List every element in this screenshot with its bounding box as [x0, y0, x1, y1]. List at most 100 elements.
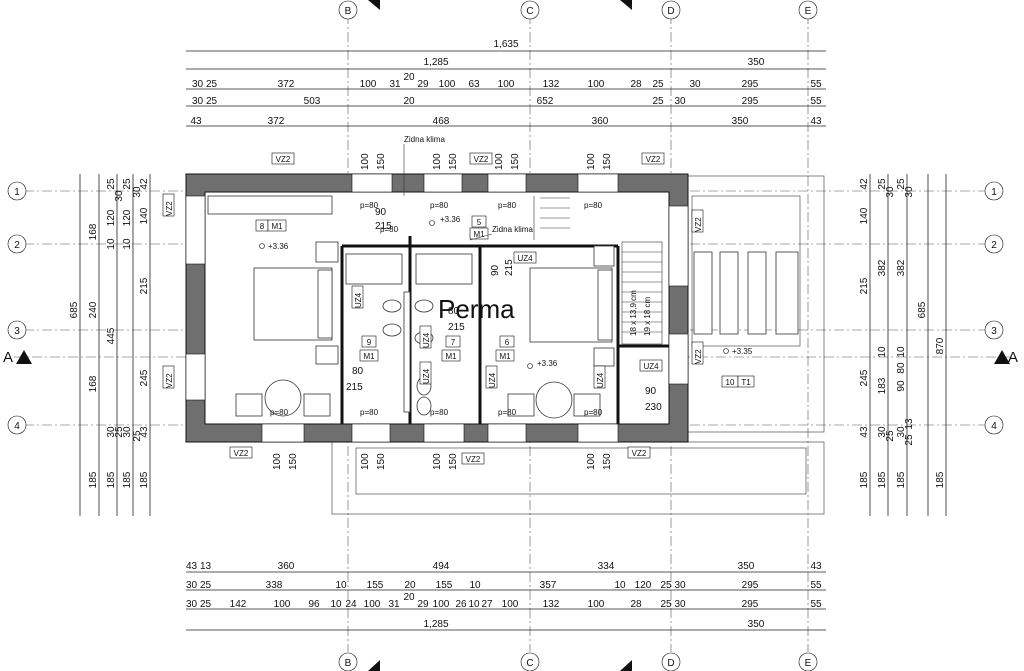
dim-top-r4-4: 652: [537, 96, 554, 107]
dim-left-c3-0: 25: [106, 178, 117, 190]
uz4-tag-2: UZ4: [488, 372, 497, 388]
dim-bot-r3-14: 27: [481, 599, 493, 610]
dim-bot-r2-12: 30: [674, 580, 686, 591]
dim-top-r4-2: 503: [304, 96, 321, 107]
open-top-1: 150: [376, 153, 387, 170]
door-dim-5: 215: [346, 382, 363, 393]
dim-left-c3-4: 445: [106, 327, 117, 344]
dim-right-c1-4: 43: [859, 426, 870, 438]
vz2-tag-4: VZ2: [466, 455, 481, 464]
dim-top-r3-11: 100: [588, 79, 605, 90]
ac-labels: Zidna klima Zidna klima: [403, 135, 533, 241]
grid-row-3-left: 3: [14, 326, 20, 337]
door-size-1: p=80: [430, 201, 449, 210]
grid-col-e-top: E: [805, 6, 812, 17]
grid-col-d-top: D: [667, 6, 674, 17]
dim-left-c4-6: 185: [122, 471, 133, 488]
dim-bot-r2-4: 155: [367, 580, 384, 591]
uz4-tag-0: UZ4: [354, 292, 363, 308]
dim-left-c4-5: 25: [132, 430, 143, 442]
grid-row-4-right: 4: [991, 421, 997, 432]
dim-top-r5-0: 43: [190, 116, 202, 127]
dim-bot-r3-1: 25: [200, 599, 212, 610]
dim-right-c2-5: 30: [877, 426, 888, 438]
room-10-level: +3.35: [732, 347, 753, 356]
uz4-tag-6: UZ4: [422, 332, 431, 348]
grid-col-c-bottom: C: [526, 658, 533, 669]
dim-left-c1-0: 685: [69, 301, 80, 318]
dim-right-c2-2: 382: [877, 259, 888, 276]
dim-left-c4-4: 30: [122, 426, 133, 438]
watermark: Perma: [438, 294, 515, 324]
dim-left-c3-6: 25: [114, 426, 125, 438]
dim-bot-r3-15: 100: [502, 599, 519, 610]
open-top-4: 100: [494, 153, 505, 170]
door-size-5: p=80: [360, 408, 379, 417]
dim-bot-r2-1: 25: [200, 580, 212, 591]
dim-bot-r3-10: 29: [417, 599, 429, 610]
open-bot-4: 100: [432, 453, 443, 470]
dim-right-c1-0: 42: [859, 178, 870, 190]
room-10-m: T1: [741, 378, 751, 387]
grid-row-2-left: 2: [14, 240, 20, 251]
dim-top-r3-14: 30: [689, 79, 701, 90]
room-6-no: 6: [505, 338, 510, 347]
dim-bot-r2-10: 120: [635, 580, 652, 591]
vz2-tag-9: VZ2: [694, 349, 703, 364]
staircase: 18 x 13,9 cm 19 x 18 cm: [540, 197, 663, 345]
dim-bot-r2-5: 20: [404, 580, 416, 591]
uz4-tag-4: UZ4: [596, 372, 605, 388]
vz2-tag-0: VZ2: [276, 155, 291, 164]
dim-right-c2-6: 25: [885, 430, 896, 442]
dim-top-r3-4: 31: [389, 79, 401, 90]
room-9-m: M1: [363, 352, 375, 361]
dim-top-r4-1: 25: [206, 96, 218, 107]
dim-bot-r3-0: 30: [186, 599, 198, 610]
dim-right-c5-1: 185: [935, 471, 946, 488]
dim-left-c5-4: 43: [139, 426, 150, 438]
dim-right-c2-1: 30: [885, 186, 896, 198]
dim-bot-r3-16: 132: [543, 599, 560, 610]
open-bot-3: 150: [376, 453, 387, 470]
open-bot-2: 100: [360, 453, 371, 470]
dim-left-c4-0: 25: [122, 178, 133, 190]
dim-top-r5-3: 360: [592, 116, 609, 127]
door-size-3: p=80: [584, 201, 603, 210]
dim-top-r4-5: 25: [652, 96, 664, 107]
dim-bot-r3-2: 142: [230, 599, 247, 610]
door-dim-8: 90: [645, 386, 657, 397]
dim-bot-r2-7: 10: [469, 580, 481, 591]
room-8-no: 8: [260, 222, 265, 231]
door-dim-9: 230: [645, 402, 662, 413]
opening-dims-bottom: 100 150 100 150 100 150 100 150: [272, 453, 613, 470]
dim-bot-r3-11: 100: [433, 599, 450, 610]
dim-right-c3-3: 90: [896, 380, 907, 392]
dims-right: 42 140 215 245 43 185 25 30 382 10 183 3…: [859, 174, 947, 516]
grid-col-d-bottom: D: [667, 658, 674, 669]
dim-top-r3-3: 100: [360, 79, 377, 90]
dim-bot-r3-8: 31: [388, 599, 400, 610]
dim-top-r5-2: 468: [433, 116, 450, 127]
door-size-8: p=80: [584, 408, 603, 417]
door-size-6: p=80: [430, 408, 449, 417]
section-markers: A A: [3, 349, 1018, 366]
room-5-level: +3.36: [440, 215, 461, 224]
dim-top-r3-13: 25: [652, 79, 664, 90]
dim-bot-r1-2: 360: [278, 561, 295, 572]
grid-col-e-bottom: E: [805, 658, 812, 669]
dim-right-c1-2: 215: [859, 277, 870, 294]
dim-bot-r1-3: 494: [433, 561, 450, 572]
dims-bottom: 43 13 360 494 334 350 43 30 25 338 10 15…: [186, 561, 826, 631]
dim-top-r4-7: 295: [742, 96, 759, 107]
dim-top-r4-3: 20: [403, 96, 415, 107]
dim-left-c5-1: 140: [139, 207, 150, 224]
dim-bot-r4-0: 1,285: [423, 619, 448, 630]
open-top-2: 100: [432, 153, 443, 170]
section-a-right: A: [1008, 349, 1018, 366]
vz2-tag-2: VZ2: [646, 155, 661, 164]
dim-left-c5-2: 215: [139, 277, 150, 294]
dim-top-r5-4: 350: [732, 116, 749, 127]
ac-label-2: Zidna klima: [492, 225, 533, 234]
dim-top-r4-0: 30: [192, 96, 204, 107]
dim-top-total: 1,635: [493, 39, 518, 50]
